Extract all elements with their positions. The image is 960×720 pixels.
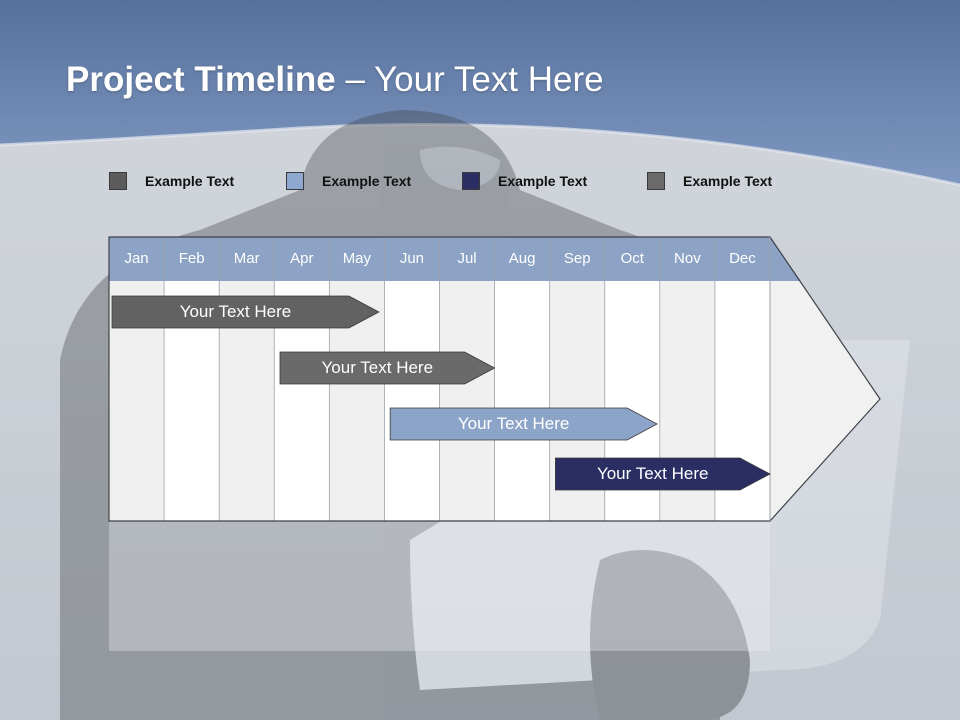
legend-swatch-4	[647, 172, 665, 190]
month-label-apr: Apr	[290, 250, 314, 267]
legend-label-4: Example Text	[683, 173, 773, 189]
task-bar-label-4: Your Text Here	[596, 464, 709, 483]
month-label-nov: Nov	[674, 250, 701, 267]
task-bar-1	[111, 295, 380, 329]
month-header-cell	[549, 237, 605, 281]
month-header-cell	[714, 237, 770, 281]
title-subtitle: Your Text Here	[374, 60, 604, 99]
title-separator: –	[335, 60, 375, 99]
month-label-dec: Dec	[729, 250, 756, 267]
month-column	[439, 281, 495, 521]
task-bar-label-3: Your Text Here	[457, 414, 570, 433]
legend-item-4: Example Text	[647, 171, 772, 191]
task-bar-label-1: Your Text Here	[179, 302, 292, 321]
timeline-outline	[108, 236, 881, 522]
chart-reflection	[109, 521, 770, 651]
month-label-may: May	[342, 250, 372, 267]
month-label-mar: Mar	[233, 250, 260, 267]
timeline-arrow-head	[770, 237, 880, 521]
legend-swatch-2	[286, 172, 304, 190]
month-label-aug: Aug	[508, 250, 536, 267]
legend-swatch-3	[462, 172, 480, 190]
task-bar-4	[555, 457, 771, 491]
legend-item-3: Example Text	[462, 171, 587, 191]
title-main: Project Timeline	[66, 60, 336, 99]
task-bar-label-2: Your Text Here	[321, 358, 434, 377]
task-bar-2	[279, 351, 496, 385]
legend-label-2: Example Text	[322, 173, 412, 189]
legend-item-2: Example Text	[286, 171, 411, 191]
month-header-cell	[494, 237, 550, 281]
month-label-oct: Oct	[620, 250, 644, 267]
task-bar-3	[389, 407, 658, 441]
legend-item-1: Example Text	[109, 171, 234, 191]
slide-title: Project Timeline – Your Text Here	[66, 60, 604, 100]
month-header-cell	[164, 237, 220, 281]
month-column	[384, 281, 440, 521]
month-label-jun: Jun	[399, 250, 425, 267]
month-label-jan: Jan	[124, 250, 149, 267]
month-header-cell	[109, 237, 165, 281]
month-header-cell	[384, 237, 440, 281]
month-label-feb: Feb	[178, 250, 205, 267]
legend-label-1: Example Text	[145, 173, 235, 189]
month-label-jul: Jul	[457, 250, 477, 267]
month-header-cell	[274, 237, 330, 281]
legend-label-3: Example Text	[498, 173, 588, 189]
month-header-cell	[659, 237, 715, 281]
month-header-cell	[329, 237, 385, 281]
legend-swatch-1	[109, 172, 127, 190]
month-header-cell	[219, 237, 275, 281]
month-column	[494, 281, 550, 521]
month-label-sep: Sep	[563, 250, 591, 267]
month-header-cell	[604, 237, 660, 281]
month-header-cell	[439, 237, 495, 281]
